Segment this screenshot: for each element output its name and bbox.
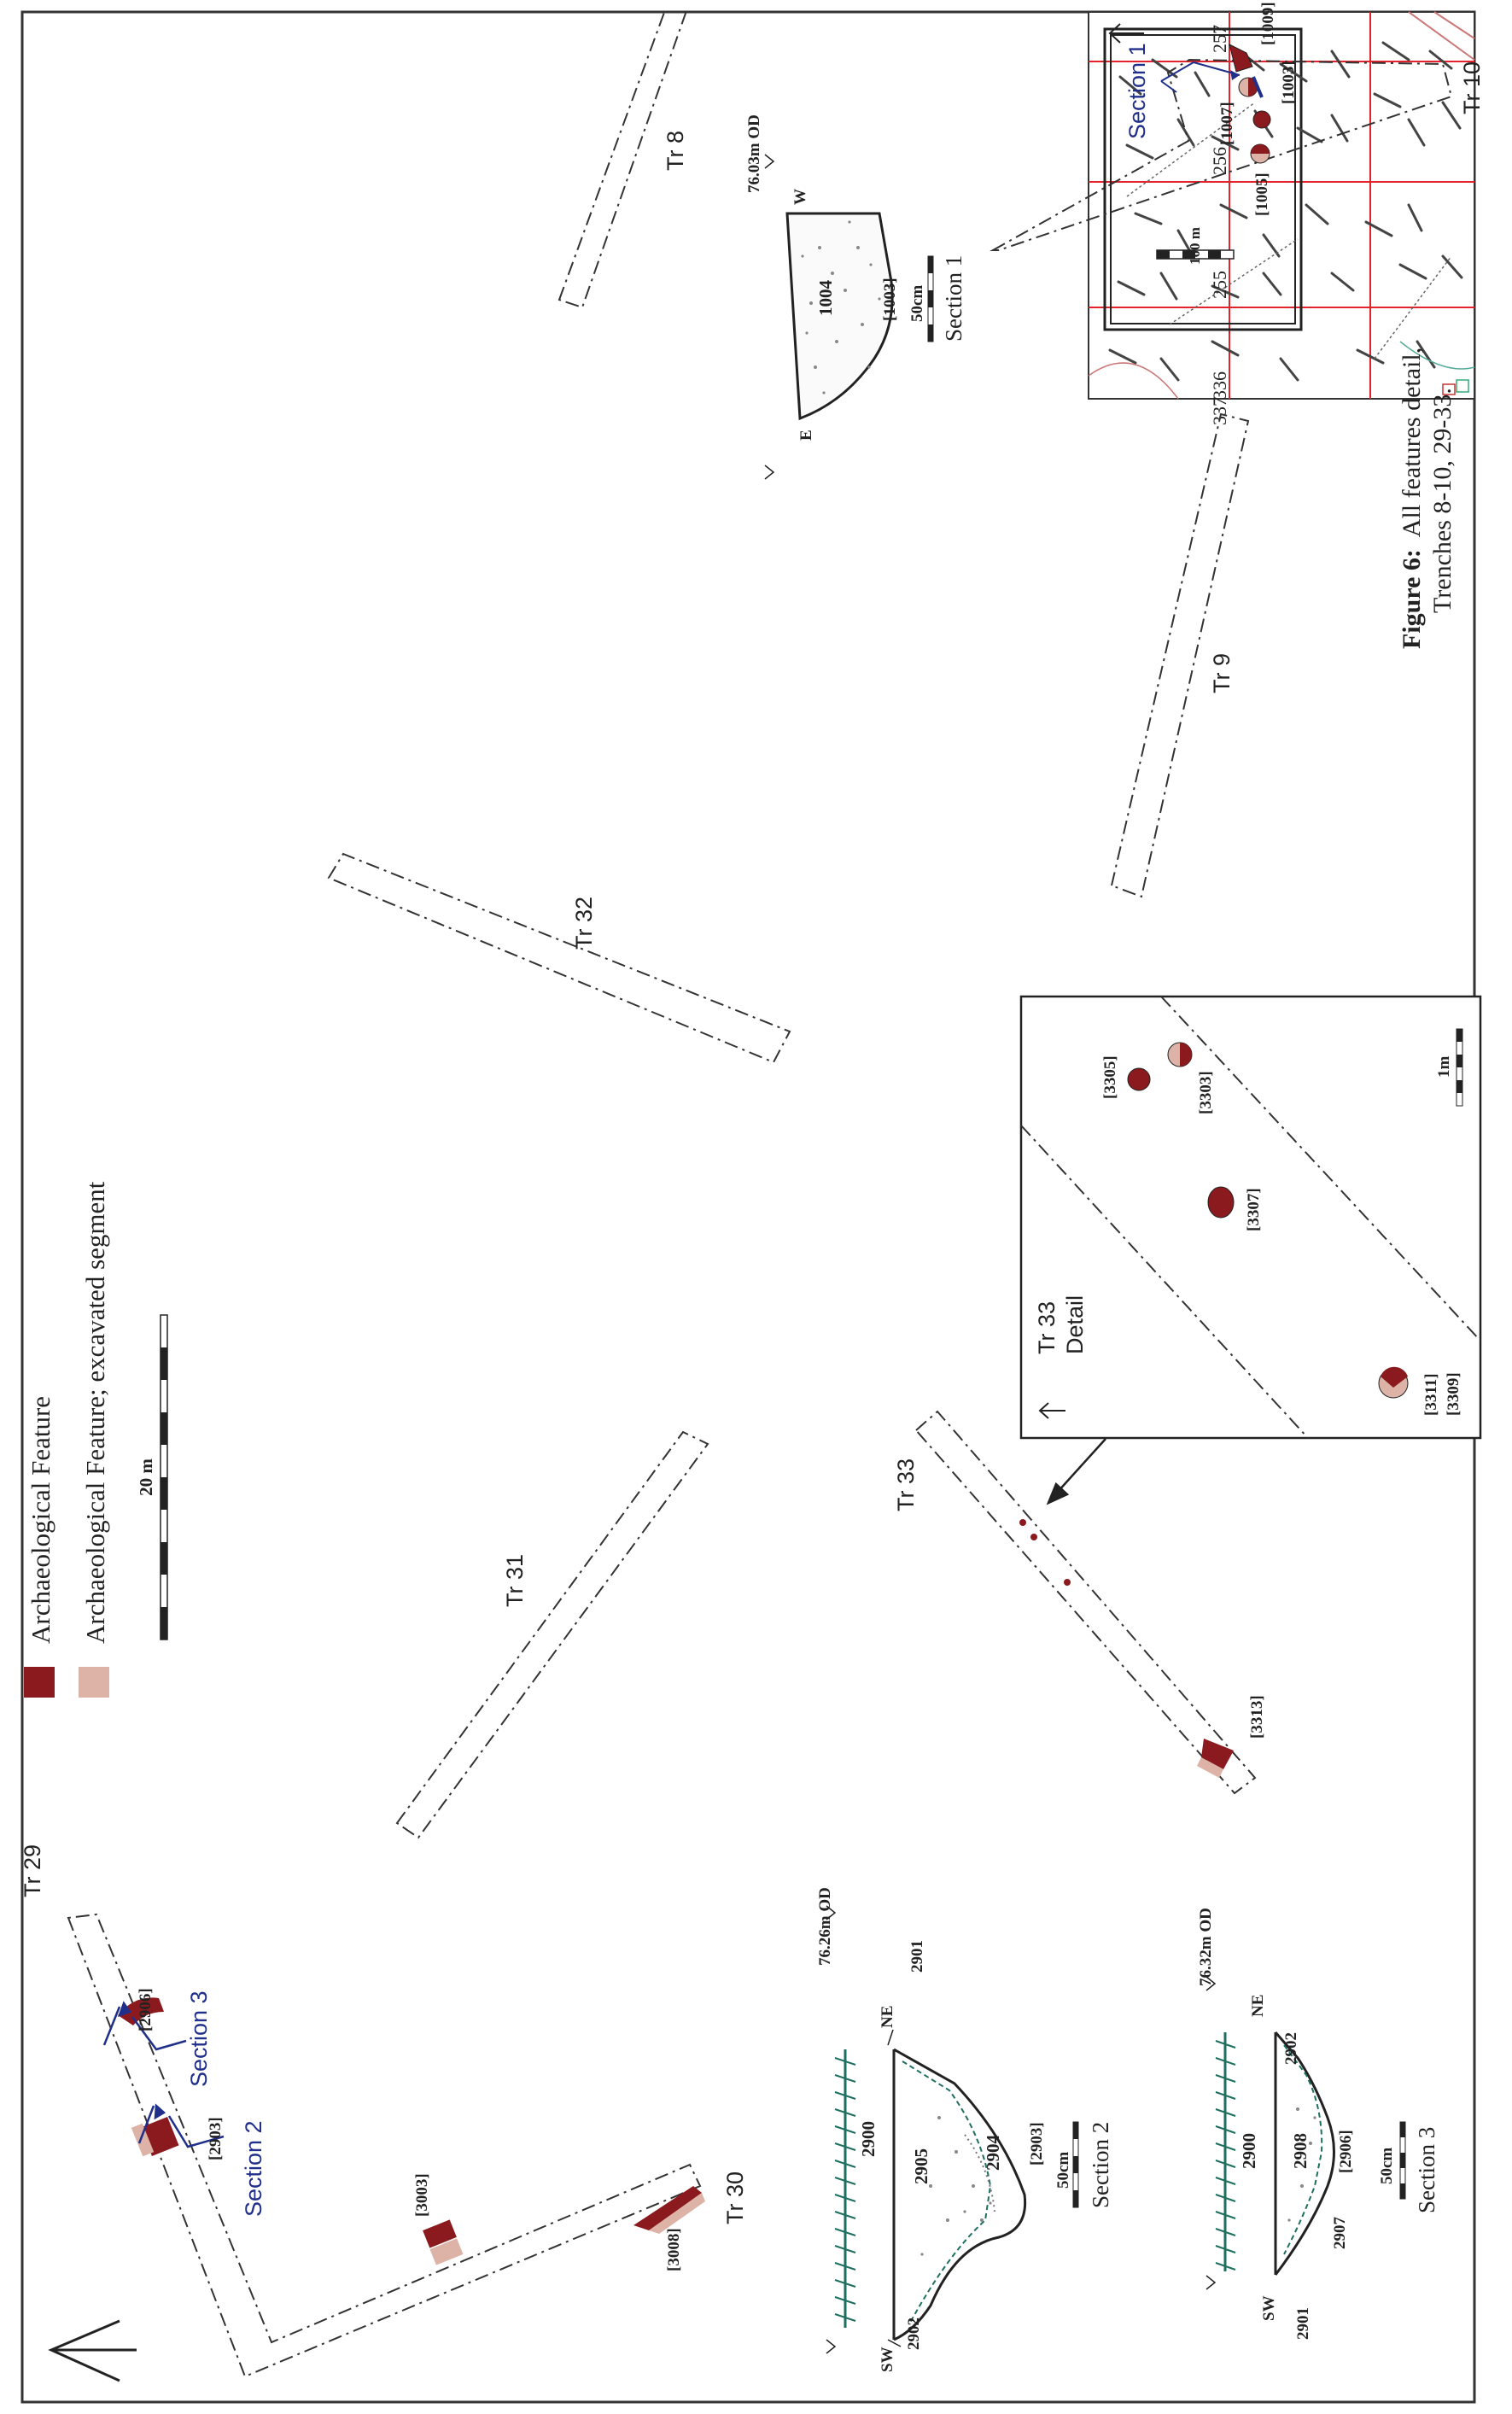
feature-label-1009: [1009]	[1259, 2, 1277, 45]
legend: Archaeological Feature Archaeological Fe…	[24, 1181, 168, 1698]
section3-2900: 2900	[1239, 2133, 1259, 2169]
section3-scale: 50cm	[1378, 2148, 1396, 2184]
section2-plan-label: Section 2	[241, 2120, 266, 2217]
trench-label-tr10: Tr 10	[1459, 61, 1485, 114]
feature-label-1005: [1005]	[1253, 172, 1271, 216]
tr33-label-3305: [3305]	[1101, 1055, 1119, 1099]
section2-2904: 2904	[983, 2135, 1003, 2171]
section1-drawing	[764, 154, 934, 480]
section3-drawing	[1206, 1976, 1406, 2290]
tr33-detail-title-1: Tr 33	[1034, 1301, 1060, 1354]
tr33-detail	[1019, 995, 1482, 1440]
trench-tr31	[395, 1430, 709, 1839]
feature-label-3008: [3008]	[665, 2228, 683, 2271]
svg-text:Figure 6: All features d: Figure 6: All features detail,	[1398, 348, 1426, 649]
section1-od: 76.03m OD	[745, 114, 763, 193]
location-map: 100 m 337 336 255 256 257	[1088, 11, 1475, 425]
tr33-label-3309: [3309]	[1445, 1372, 1462, 1416]
trench-tr29-tr30	[67, 1913, 702, 2378]
section1-cut: [1003]	[881, 278, 899, 321]
legend-feature-label: Archaeological Feature	[26, 1396, 55, 1644]
section3-2902: 2902	[1282, 2032, 1300, 2065]
caption-bold: Figure 6:	[1398, 549, 1426, 649]
section1-w: W	[791, 189, 809, 205]
trench-label-tr31: Tr 31	[502, 1554, 528, 1607]
section2-2901: 2901	[908, 1940, 926, 1973]
tr33-label-3307: [3307]	[1245, 1188, 1263, 1231]
tr33-label-3303: [3303]	[1197, 1071, 1215, 1114]
legend-scale-bar	[160, 1314, 168, 1640]
section1-title: Section 1	[941, 255, 966, 342]
location-map-scale-label: 100 m	[1187, 227, 1203, 265]
trench-label-tr32: Tr 32	[571, 897, 597, 950]
trench-label-tr29: Tr 29	[20, 1844, 45, 1897]
feature-label-2903: [2903]	[207, 2117, 225, 2160]
section2-2905: 2905	[911, 2148, 931, 2184]
trench-outlines	[67, 12, 1453, 2378]
section3-sw: SW	[1260, 2295, 1278, 2321]
feature-label-2906: [2906]	[137, 1988, 155, 2031]
feature-label-1003: [1003]	[1280, 61, 1298, 104]
legend-swatch-feature	[24, 1667, 55, 1698]
legend-scale-label: 20 m	[136, 1458, 156, 1496]
figure-caption: Figure 6: All features detail, Trenches …	[1398, 348, 1457, 649]
legend-swatch-excavated	[79, 1667, 109, 1698]
grid-label-x-1: 336	[1209, 371, 1230, 400]
tr29-tr30-features	[102, 1997, 705, 2265]
trench-tr33	[914, 1410, 1257, 1795]
grid-label-y-0: 255	[1209, 271, 1230, 299]
section2-drawing	[826, 1905, 1079, 2354]
location-map-scale-bar	[1156, 249, 1235, 260]
trench-tr8	[558, 12, 687, 309]
tr33-features	[1019, 1519, 1234, 1778]
trench-label-tr30: Tr 30	[722, 2171, 748, 2224]
north-arrow-icon	[48, 2319, 137, 2382]
tr33-label-3311: [3311]	[1422, 1373, 1440, 1416]
section2-ne: NE	[879, 2006, 896, 2028]
section3-2907: 2907	[1331, 2217, 1349, 2250]
section3-plan-label: Section 3	[186, 1990, 212, 2087]
section2-sw: SW	[879, 2347, 896, 2372]
section3-title: Section 3	[1414, 2127, 1439, 2213]
grid-label-y-1: 256	[1209, 147, 1230, 175]
trench-tr9	[1110, 412, 1250, 898]
tr33-detail-scale: 1m	[1435, 1056, 1453, 1078]
section3-od: 76.32m OD	[1197, 1908, 1215, 1986]
trench-label-tr9: Tr 9	[1209, 653, 1235, 693]
trench-label-tr33: Tr 33	[893, 1458, 919, 1511]
section2-title: Section 2	[1088, 2122, 1113, 2208]
section2-2900: 2900	[858, 2121, 879, 2157]
feature-label-3003: [3003]	[413, 2173, 431, 2217]
section1-fill: 1004	[815, 280, 836, 317]
section1-scale: 50cm	[908, 285, 926, 322]
section1-e: E	[797, 430, 815, 441]
trench-label-tr8: Tr 8	[663, 131, 688, 171]
section3-cut: [2906]	[1337, 2130, 1355, 2173]
tr10-features	[1160, 44, 1271, 164]
section2-scale: 50cm	[1054, 2152, 1072, 2189]
feature-label-3313: [3313]	[1248, 1695, 1266, 1739]
tr33-detail-title-2: Detail	[1062, 1295, 1088, 1354]
section2-2902: 2902	[905, 2318, 923, 2350]
section2-od: 76.26m OD	[816, 1887, 834, 1966]
section3-ne: NE	[1249, 1995, 1267, 2017]
caption-line2: Trenches 8-10, 29-33.	[1428, 388, 1457, 613]
section3-2908: 2908	[1290, 2133, 1311, 2169]
section1-plan-label: Section 1	[1124, 43, 1150, 139]
tr33-detail-pointer	[1046, 1438, 1106, 1505]
grid-label-y-2: 257	[1209, 25, 1230, 53]
caption-line1: All features detail,	[1398, 348, 1426, 537]
trench-tr32	[327, 852, 791, 1064]
legend-excavated-label: Archaeological Feature; excavated segmen…	[80, 1181, 110, 1644]
section2-cut: [2903]	[1028, 2122, 1046, 2166]
feature-label-1007: [1007]	[1218, 102, 1236, 145]
section3-2901: 2901	[1294, 2307, 1312, 2340]
